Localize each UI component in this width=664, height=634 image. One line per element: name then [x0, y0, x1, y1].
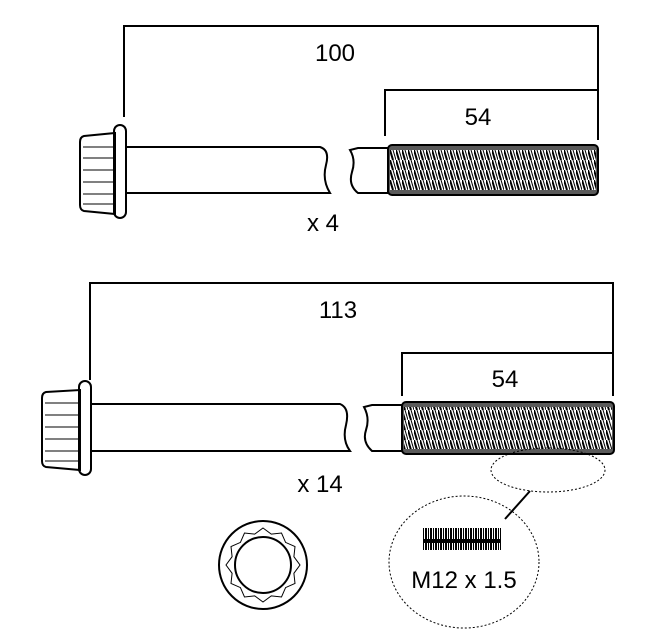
- bolt-b-thread: [401, 401, 615, 455]
- bolt-b-shank: [91, 403, 403, 452]
- bolt-head-icon: [41, 380, 92, 476]
- bolt-a-shank: [126, 146, 389, 194]
- bolt-b-thread-length-label: 54: [492, 366, 519, 393]
- bolt-a-quantity: x 4: [307, 210, 339, 237]
- bolt-a-total-length-label: 100: [315, 40, 355, 67]
- thread-detail-callout: M12 x 1.5: [388, 447, 606, 629]
- bolt-a-thread: [387, 144, 599, 196]
- thread-spec-label: M12 x 1.5: [411, 567, 516, 594]
- thread-profile-icon: [423, 528, 501, 550]
- bolt-a: 100 54 x 4: [79, 25, 599, 237]
- bolt-b-total-length-dimension: [89, 282, 614, 396]
- bolt-b-quantity: x 14: [297, 471, 342, 498]
- bolt-b-total-length-label: 113: [319, 297, 357, 324]
- bolt-head-icon: [79, 124, 127, 219]
- bolt-a-thread-length-dimension: [384, 89, 597, 136]
- bolt-b-thread-length-dimension: [401, 352, 612, 396]
- bolt-a-thread-length-label: 54: [465, 104, 492, 131]
- bolt-a-total-length-dimension: [123, 25, 599, 140]
- bolt-head-end-view-icon: [218, 520, 308, 610]
- bolt-b: 113 54 x 14: [41, 282, 615, 498]
